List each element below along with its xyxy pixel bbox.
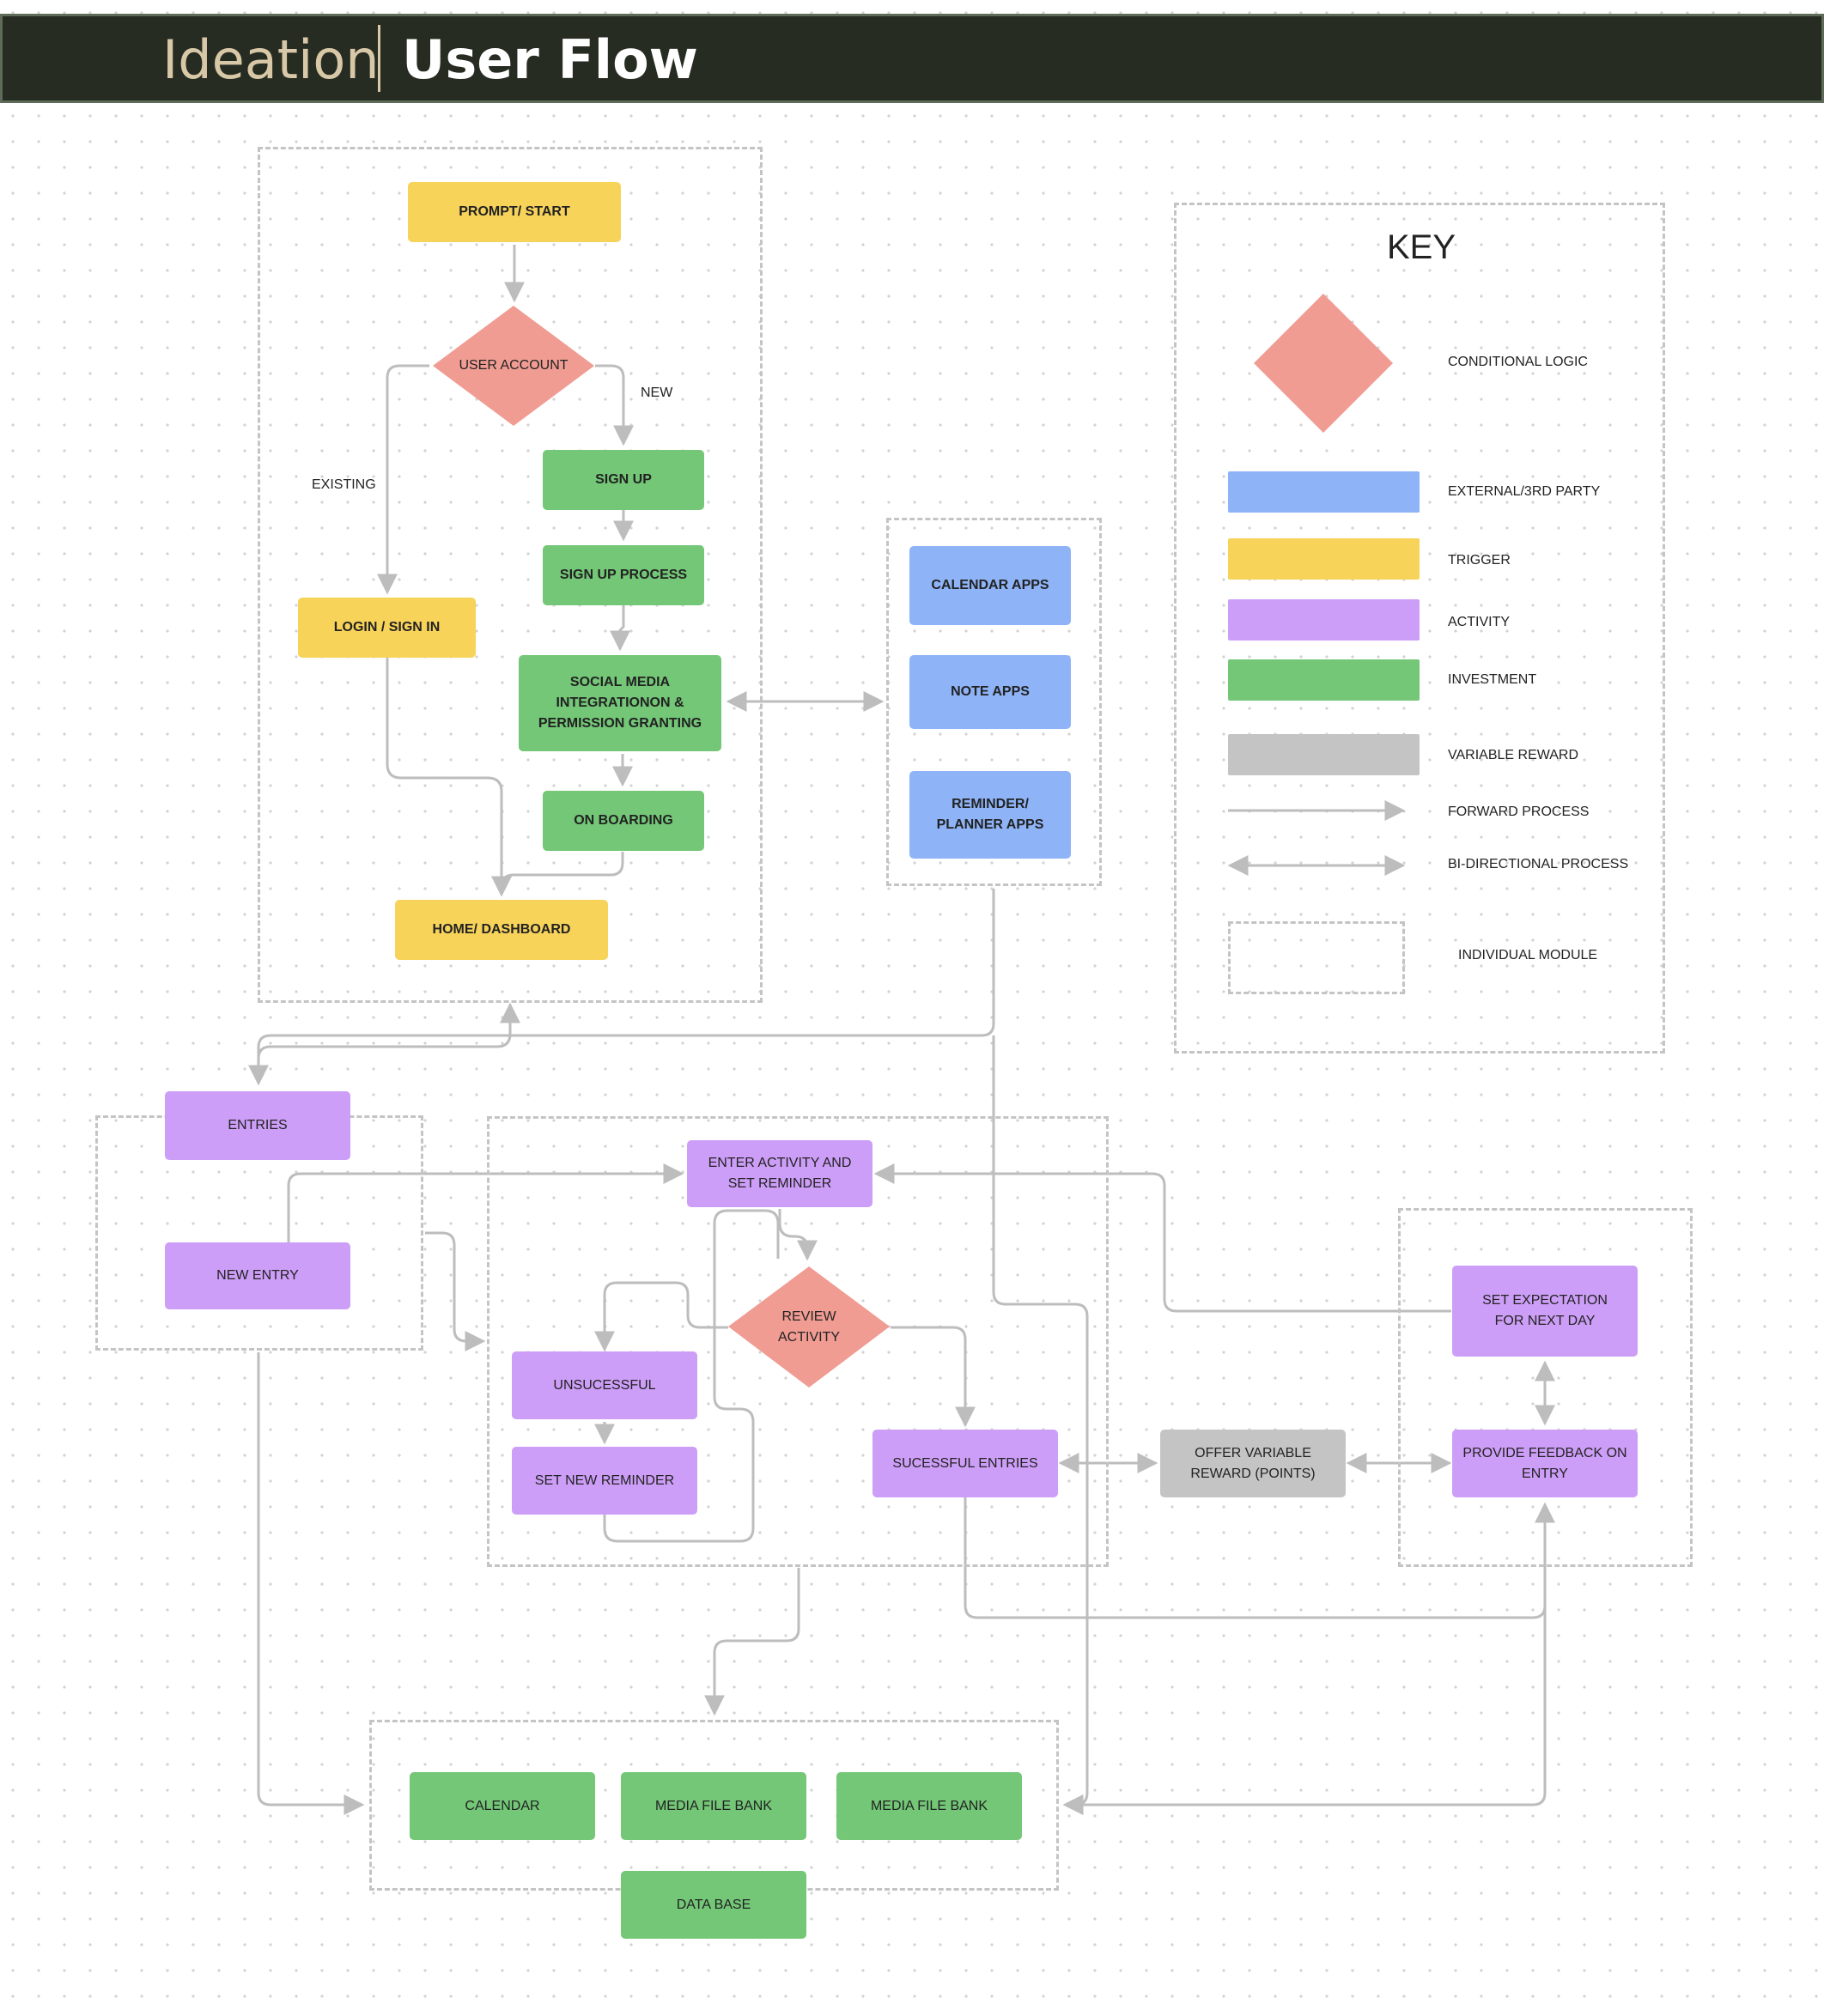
- edge-account-existing: [377, 364, 429, 595]
- module-activity: [487, 1116, 1109, 1567]
- edge-entries-module-to-activity-module: [425, 1231, 486, 1351]
- module-feedback: [1398, 1208, 1693, 1567]
- key-swatch-activity: [1228, 599, 1420, 641]
- header-divider: [378, 25, 380, 92]
- header-title-user-flow: User Flow: [402, 28, 698, 91]
- node-calendar[interactable]: CALENDAR: [410, 1772, 595, 1840]
- key-label-variable-reward: VARIABLE REWARD: [1448, 748, 1579, 762]
- edge-expectation-to-activity: [873, 1163, 1451, 1313]
- module-external-apps: [886, 518, 1102, 886]
- edge-process-to-social: [610, 605, 630, 652]
- key-label-trigger: TRIGGER: [1448, 553, 1511, 568]
- node-offer-variable-reward[interactable]: OFFER VARIABLE REWARD (POINTS): [1160, 1430, 1346, 1497]
- edge-review-to-successful: [891, 1326, 976, 1428]
- edge-reminder-loop: [603, 1209, 780, 1543]
- edge-home-module-to-entries: [248, 1002, 520, 1086]
- key-conditional-diamond: [1252, 292, 1395, 434]
- node-new-entry[interactable]: NEW ENTRY: [165, 1242, 350, 1309]
- node-on-boarding[interactable]: ON BOARDING: [543, 791, 704, 851]
- key-label-conditional: CONDITIONAL LOGIC: [1448, 355, 1588, 369]
- node-entries[interactable]: ENTRIES: [165, 1091, 350, 1160]
- node-user-account-label: USER ACCOUNT: [459, 358, 568, 373]
- node-review-activity[interactable]: REVIEW ACTIVITY: [727, 1265, 891, 1389]
- node-enter-activity[interactable]: ENTER ACTIVITY AND SET REMINDER: [687, 1140, 872, 1207]
- diamond-shape: [728, 1266, 890, 1388]
- edge-entries-to-storage: [257, 1352, 365, 1815]
- node-set-expectation[interactable]: SET EXPECTATION FOR NEXT DAY: [1452, 1266, 1638, 1357]
- node-reminder-planner-apps[interactable]: REMINDER/ PLANNER APPS: [909, 771, 1071, 859]
- edge-apps-module-to-entries: [257, 889, 995, 1084]
- key-swatch-individual-module: [1228, 921, 1405, 994]
- edge-login-to-home: [386, 658, 512, 897]
- node-social-media-integration[interactable]: SOCIAL MEDIA INTEGRATIONON & PERMISSION …: [519, 655, 721, 751]
- node-provide-feedback[interactable]: PROVIDE FEEDBACK ON ENTRY: [1452, 1430, 1638, 1497]
- node-calendar-apps[interactable]: CALENDAR APPS: [909, 546, 1071, 625]
- key-label-investment: INVESTMENT: [1448, 672, 1537, 687]
- node-successful-entries[interactable]: SUCESSFUL ENTRIES: [872, 1430, 1058, 1497]
- diamond-shape: [1254, 294, 1393, 433]
- node-user-account[interactable]: USER ACCOUNT: [431, 304, 596, 428]
- node-note-apps[interactable]: NOTE APPS: [909, 655, 1071, 729]
- node-media-file-bank-2[interactable]: MEDIA FILE BANK: [836, 1772, 1022, 1840]
- key-label-forward-process: FORWARD PROCESS: [1448, 805, 1590, 819]
- edge-feedback-module-to-storage: [1062, 1571, 1547, 1815]
- node-sign-up-process[interactable]: SIGN UP PROCESS: [543, 545, 704, 605]
- header-title-ideation: Ideation: [162, 28, 380, 91]
- key-label-external: EXTERNAL/3RD PARTY: [1448, 484, 1601, 499]
- node-set-new-reminder[interactable]: SET NEW REMINDER: [512, 1447, 697, 1515]
- edge-review-to-unsuccessful: [594, 1281, 728, 1352]
- module-onboarding: [258, 147, 763, 1003]
- edge-label-existing: EXISTING: [312, 477, 376, 492]
- key-swatch-trigger: [1228, 538, 1420, 580]
- node-review-activity-label: REVIEW ACTIVITY: [778, 1309, 841, 1345]
- node-unsuccessful[interactable]: UNSUCESSFUL: [512, 1351, 697, 1419]
- edge-account-new: [595, 364, 634, 446]
- node-data-base[interactable]: DATA BASE: [621, 1871, 806, 1939]
- page-header: Ideation User Flow: [0, 14, 1824, 103]
- key-label-bidirectional-process: BI-DIRECTIONAL PROCESS: [1448, 857, 1629, 871]
- node-media-file-bank-1[interactable]: MEDIA FILE BANK: [621, 1772, 806, 1840]
- node-sign-up[interactable]: SIGN UP: [543, 450, 704, 510]
- edge-activity-to-review: [778, 1209, 818, 1261]
- key-label-activity: ACTIVITY: [1448, 615, 1511, 629]
- edge-new-entry-to-activity: [287, 1163, 684, 1276]
- module-key: [1174, 203, 1665, 1054]
- key-swatch-external: [1228, 471, 1420, 513]
- edge-label-new: NEW: [641, 386, 673, 400]
- edge-apps-to-storage: [992, 1035, 1089, 1815]
- node-prompt-start[interactable]: PROMPT/ START: [408, 182, 621, 242]
- key-title: KEY: [1387, 228, 1456, 266]
- key-swatch-investment: [1228, 659, 1420, 701]
- node-login-sign-in[interactable]: LOGIN / SIGN IN: [298, 598, 476, 658]
- edge-activity-module-to-storage: [704, 1568, 800, 1716]
- diamond-shape: [433, 306, 594, 426]
- key-label-individual-module: INDIVIDUAL MODULE: [1458, 948, 1598, 962]
- key-swatch-variable-reward: [1228, 734, 1420, 775]
- node-home-dashboard[interactable]: HOME/ DASHBOARD: [395, 900, 608, 960]
